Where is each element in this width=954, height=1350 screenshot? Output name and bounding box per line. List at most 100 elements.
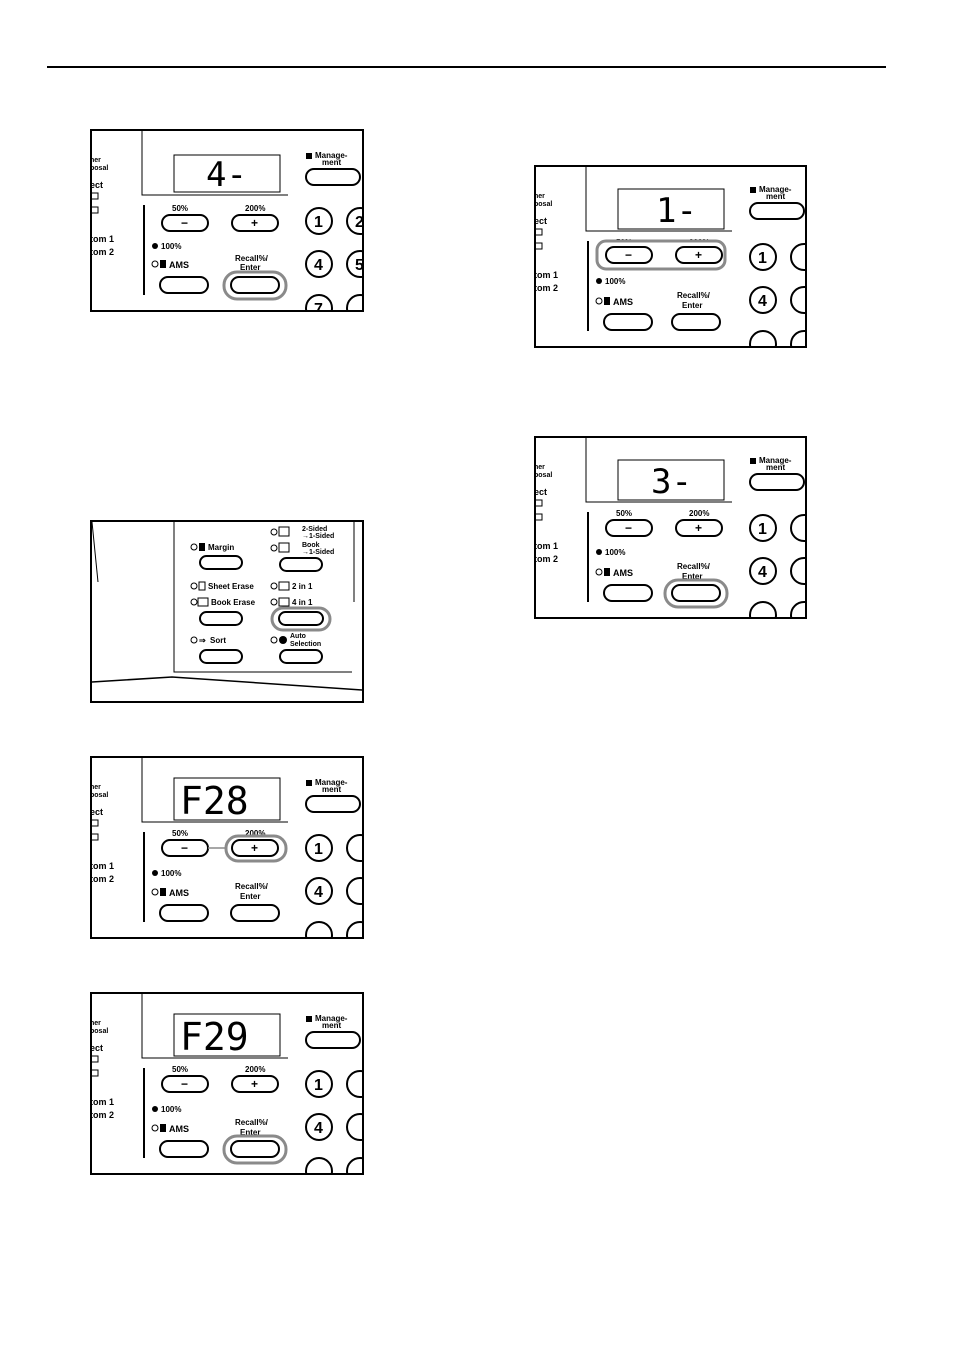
book-icon	[278, 542, 290, 553]
sort-button[interactable]	[199, 649, 243, 664]
key-2[interactable]	[346, 834, 362, 862]
recall-enter-button[interactable]	[230, 1140, 280, 1158]
management-button[interactable]	[749, 473, 805, 491]
svg-text:100%: 100%	[605, 277, 625, 286]
recall-label: Recall%/	[235, 254, 269, 263]
indicator-ams-lamp	[151, 260, 159, 268]
svg-text:ect: ect	[536, 216, 547, 226]
key-1[interactable]	[749, 514, 777, 542]
svg-text:100%: 100%	[161, 1105, 181, 1114]
margin-icon	[199, 543, 205, 551]
key-2[interactable]	[790, 514, 805, 542]
duplex-button[interactable]	[279, 557, 323, 572]
key-8[interactable]	[790, 601, 805, 617]
svg-text:tom 1: tom 1	[536, 270, 558, 280]
control-panel-1: her posal ect tom 1 tom 2 4- 50% 200% − …	[90, 129, 364, 312]
ams-button[interactable]	[603, 313, 653, 331]
key-1[interactable]	[749, 243, 777, 271]
svg-text:tom 1: tom 1	[92, 1097, 114, 1107]
svg-text:100%: 100%	[161, 869, 181, 878]
key-7[interactable]	[305, 1157, 333, 1173]
key-2[interactable]	[790, 243, 805, 271]
manage-label: Manage-	[315, 151, 348, 160]
zoom-plus-button[interactable]	[231, 1075, 279, 1093]
erase-button[interactable]	[199, 611, 243, 626]
svg-text:Recall%/: Recall%/	[677, 291, 711, 300]
indicator-100-lamp	[596, 549, 602, 555]
ams-button[interactable]	[603, 584, 653, 602]
ams-icon	[604, 297, 610, 305]
key-7[interactable]	[305, 921, 333, 937]
svg-text:4: 4	[758, 293, 767, 310]
key-1[interactable]	[305, 1070, 333, 1098]
two-sided-icon	[278, 526, 290, 537]
management-button[interactable]	[305, 1031, 361, 1049]
lcd-display: F29	[180, 1015, 249, 1059]
recall-enter-button[interactable]	[230, 904, 280, 922]
svg-text:7: 7	[314, 301, 323, 310]
ams-button[interactable]	[159, 904, 209, 922]
zoom-minus-button[interactable]	[605, 246, 653, 264]
key-5[interactable]	[346, 250, 362, 278]
svg-text:100%: 100%	[605, 548, 625, 557]
key-7[interactable]	[305, 294, 333, 310]
key-4[interactable]	[305, 1113, 333, 1141]
svg-text:her: her	[536, 193, 545, 200]
ams-button[interactable]	[159, 276, 209, 294]
zoom-minus-button[interactable]	[161, 214, 209, 232]
book-erase-lamp	[190, 598, 198, 606]
key-5[interactable]	[790, 557, 805, 585]
zoom-plus-button[interactable]	[675, 519, 723, 537]
indicator-ams-lamp	[595, 297, 603, 305]
sheet-erase-label: Sheet Erase	[208, 582, 254, 591]
selection-label: Selection	[290, 641, 321, 648]
management-button[interactable]	[749, 202, 805, 220]
margin-button[interactable]	[199, 555, 243, 570]
recall-enter-button[interactable]	[671, 584, 721, 602]
recall-enter-button[interactable]	[671, 313, 721, 331]
key-2[interactable]	[346, 207, 362, 235]
svg-text:1: 1	[314, 214, 323, 231]
zoom-minus-button[interactable]	[605, 519, 653, 537]
svg-text:her: her	[536, 464, 545, 471]
svg-text:posal: posal	[92, 792, 108, 799]
key-8[interactable]	[346, 921, 362, 937]
key-2[interactable]	[346, 1070, 362, 1098]
zoom-plus-button[interactable]	[231, 839, 279, 857]
combine-button[interactable]	[278, 611, 324, 626]
book-erase-icon	[197, 597, 209, 607]
key-5[interactable]	[346, 877, 362, 905]
ams-button[interactable]	[159, 1140, 209, 1158]
key-1[interactable]	[305, 834, 333, 862]
key-8[interactable]	[346, 294, 362, 310]
ams-icon	[604, 568, 610, 576]
key-4[interactable]	[305, 250, 333, 278]
book-lamp	[270, 544, 278, 552]
recall-enter-button[interactable]	[230, 276, 280, 294]
key-5[interactable]	[346, 1113, 362, 1141]
zoom-minus-button[interactable]	[161, 1075, 209, 1093]
key-4[interactable]	[305, 877, 333, 905]
key-4[interactable]	[749, 557, 777, 585]
key-8[interactable]	[790, 330, 805, 346]
svg-text:AMS: AMS	[613, 297, 633, 307]
key-5[interactable]	[790, 286, 805, 314]
svg-text:+: +	[251, 841, 258, 855]
zoom-plus-button[interactable]	[675, 246, 723, 264]
key-1[interactable]	[305, 207, 333, 235]
auto-selection-button[interactable]	[279, 649, 323, 664]
svg-text:tom 2: tom 2	[536, 554, 558, 564]
svg-text:−: −	[181, 1077, 188, 1091]
four-in-one-lamp	[270, 598, 278, 606]
svg-text:Enter: Enter	[240, 892, 260, 901]
zoom-plus-button[interactable]	[231, 214, 279, 232]
zoom-50-label: 50%	[172, 204, 188, 213]
key-4[interactable]	[749, 286, 777, 314]
svg-text:1: 1	[758, 521, 767, 538]
management-button[interactable]	[305, 168, 361, 186]
management-button[interactable]	[305, 795, 361, 813]
key-7[interactable]	[749, 330, 777, 346]
svg-text:−: −	[625, 521, 632, 535]
key-7[interactable]	[749, 601, 777, 617]
key-8[interactable]	[346, 1157, 362, 1173]
